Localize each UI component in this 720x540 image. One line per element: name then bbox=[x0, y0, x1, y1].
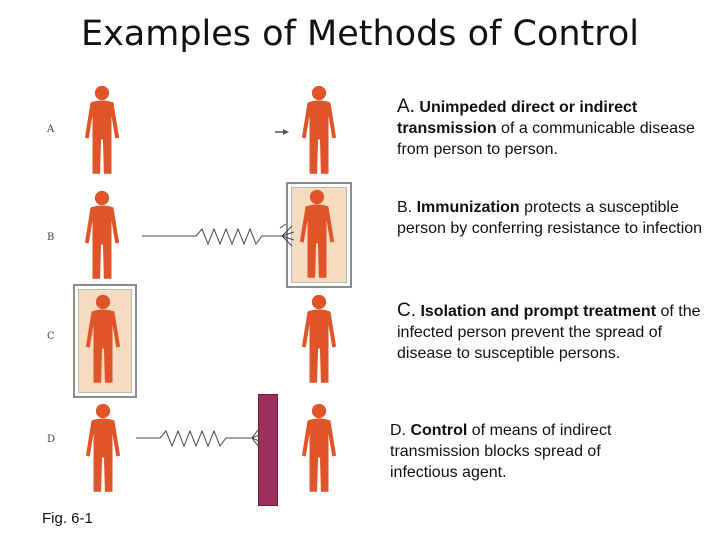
description-b: B. Immunization protects a susceptible p… bbox=[397, 197, 707, 239]
description-a: A. Unimpeded direct or indirect transmis… bbox=[397, 96, 717, 160]
description-d-text: of means of indirect transmission blocks… bbox=[390, 422, 612, 481]
barrier-icon bbox=[258, 394, 278, 506]
arrow-icon bbox=[275, 129, 289, 135]
description-c: C. Isolation and prompt treatment of the… bbox=[397, 300, 717, 364]
description-a-lead: A. bbox=[397, 96, 415, 117]
description-c-bold: Isolation and prompt treatment bbox=[420, 303, 657, 320]
zigzag-transmission-icon bbox=[142, 223, 295, 247]
figure-caption: Fig. 6-1 bbox=[42, 510, 93, 527]
row-label-d: D bbox=[47, 434, 56, 445]
description-a-bold: Unimpeded direct or indirect transmissio… bbox=[397, 99, 638, 137]
description-c-text: of the infected person prevent the sprea… bbox=[397, 303, 701, 362]
page-title: Examples of Methods of Control bbox=[80, 14, 640, 54]
description-d-lead: D. bbox=[390, 422, 406, 439]
description-d: D. Control of means of indirect transmis… bbox=[390, 420, 650, 483]
description-a-text: of a communicable disease from person to… bbox=[397, 120, 695, 158]
description-d-bold: Control bbox=[410, 422, 468, 439]
row-label-b: B bbox=[47, 232, 55, 243]
zigzag-transmission-icon bbox=[136, 429, 260, 448]
description-b-lead: B. bbox=[397, 199, 413, 216]
row-label-c: C bbox=[47, 331, 55, 342]
row-label-a: A bbox=[47, 124, 55, 135]
description-c-lead: C. bbox=[397, 300, 416, 321]
description-b-text: protects a susceptible person by conferr… bbox=[397, 199, 703, 237]
description-b-bold: Immunization bbox=[416, 199, 520, 216]
